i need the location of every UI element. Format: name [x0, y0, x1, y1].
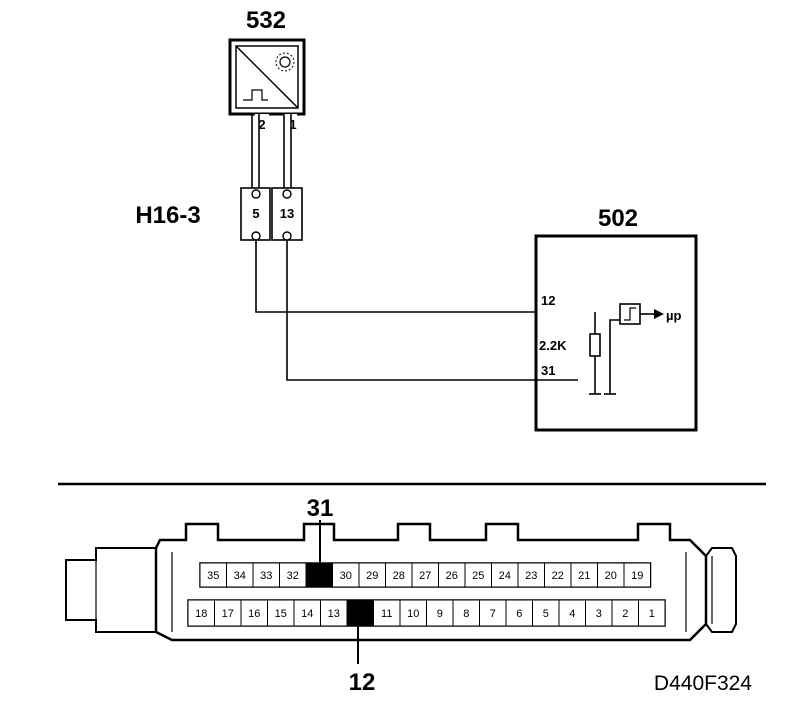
resistor-value-label: 2.2K	[539, 338, 567, 353]
top-row-cell	[517, 562, 545, 588]
bottom-row-cell-label: 4	[569, 608, 575, 620]
bottom-row-cell-label: 8	[463, 608, 469, 620]
bottom-row-cell-label: 9	[437, 608, 443, 620]
bottom-row-cell-label: 17	[222, 608, 234, 620]
top-row-cell-label: 22	[552, 570, 564, 582]
top-row-cell-label: 27	[419, 570, 431, 582]
bottom-row-cell	[532, 599, 560, 627]
connector-pin-5: 5	[252, 206, 259, 221]
bottom-row-cell-label: 14	[301, 608, 313, 620]
bottom-row-cell	[240, 599, 268, 627]
top-row-cell	[199, 562, 227, 588]
sensor-id-label: 532	[246, 7, 286, 34]
top-row-cell-label: 34	[234, 570, 246, 582]
top-row-cell	[570, 562, 598, 588]
top-row-cell	[464, 562, 492, 588]
top-row-cell-label: 30	[340, 570, 352, 582]
bottom-row-cell	[267, 599, 295, 627]
top-row-cell-label: 24	[499, 570, 511, 582]
top-row-cell-label: 32	[287, 570, 299, 582]
bottom-row-cell	[320, 599, 348, 627]
connector-pin-13: 13	[280, 206, 294, 221]
bottom-row-cell-label: 18	[195, 608, 207, 620]
top-row-cell-label: 29	[366, 570, 378, 582]
rotation-symbol-icon	[275, 52, 295, 72]
bottom-row-cell-label: 15	[275, 608, 287, 620]
module-pin-31: 31	[541, 363, 555, 378]
ecu-top-row: 35 34 33 32 30 29 28 27 26 25 24 23 22 21 20 19	[199, 562, 652, 588]
bottom-row-cell-label: 11	[381, 608, 392, 620]
bottom-row-cell-label: 2	[622, 608, 628, 620]
top-row-cell	[438, 562, 466, 588]
bottom-row-cell-label: 1	[649, 608, 655, 620]
bottom-row-cell-label: 6	[516, 608, 522, 620]
sensor-pin-1: 1	[289, 117, 296, 132]
bottom-row-cell	[505, 599, 533, 627]
top-row-cell-label: 35	[207, 570, 219, 582]
module-pin-12: 12	[541, 293, 555, 308]
bottom-row-cell-label: 7	[490, 608, 496, 620]
sensor-532: 532 2 1	[228, 7, 306, 132]
top-row-cell	[226, 562, 254, 588]
top-row-cell	[332, 562, 360, 588]
connector-id-label: H16-3	[135, 202, 200, 229]
top-row-cell-label: 25	[472, 570, 484, 582]
bottom-row-cell	[638, 599, 666, 627]
pulse-signal-icon	[243, 89, 268, 101]
output-arrow-icon	[654, 309, 664, 319]
figure-code: D440F324	[654, 672, 752, 695]
bottom-row-highlighted-cell	[346, 599, 374, 627]
top-row-cell	[491, 562, 519, 588]
bottom-row-cell	[399, 599, 427, 627]
bottom-row-cell-label: 13	[328, 608, 340, 620]
top-row-cell-label: 33	[260, 570, 272, 582]
top-row-cell-label: 20	[605, 570, 617, 582]
top-row-highlighted-cell	[305, 562, 333, 588]
top-row-cell	[358, 562, 386, 588]
bottom-row-cell-label: 16	[248, 608, 260, 620]
callout-pin-31: 31	[307, 495, 334, 522]
resistor-symbol	[589, 333, 601, 357]
bottom-row-cell-label: 10	[407, 608, 419, 620]
top-row-cell-label: 26	[446, 570, 458, 582]
control-module-502: 502 12 31 2.2K µp	[534, 205, 698, 432]
top-row-cell-label: 23	[525, 570, 537, 582]
module-id-label: 502	[598, 205, 638, 232]
top-row-cell	[385, 562, 413, 588]
bottom-row-cell	[611, 599, 639, 627]
ecu-bottom-row: 18 17 16 15 14 13 11 10 9 8 7 6 5 4 3 2 1	[187, 599, 666, 627]
bottom-row-cell	[426, 599, 454, 627]
callout-pin-12: 12	[349, 669, 376, 696]
sensor-pin-2: 2	[258, 117, 265, 132]
bottom-row-cell	[373, 599, 401, 627]
bottom-row-cell	[558, 599, 586, 627]
bottom-row-cell-label: 3	[596, 608, 602, 620]
top-row-cell-label: 21	[578, 570, 590, 582]
top-row-cell-label: 28	[393, 570, 405, 582]
top-row-cell	[623, 562, 651, 588]
output-label: µp	[666, 308, 681, 323]
bottom-row-cell	[187, 599, 215, 627]
bottom-row-cell-label: 5	[543, 608, 549, 620]
top-row-cell-label: 19	[631, 570, 643, 582]
bottom-row-cell	[585, 599, 613, 627]
top-row-cell	[411, 562, 439, 588]
connector-h16-3: H16-3 5 13	[135, 187, 303, 241]
